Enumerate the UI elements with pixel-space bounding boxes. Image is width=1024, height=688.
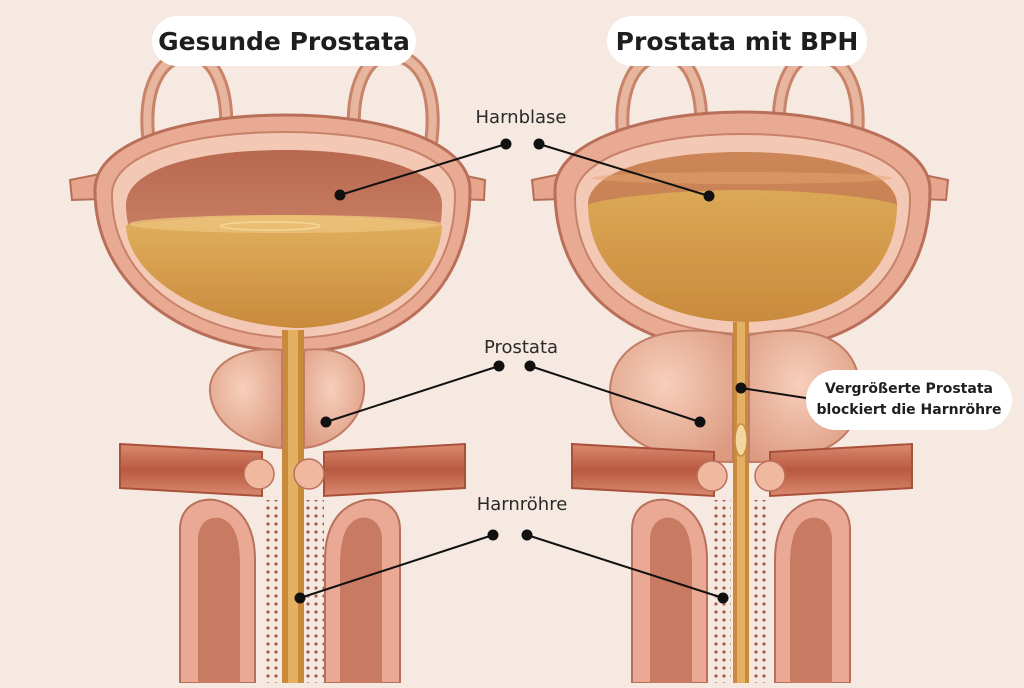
pointer-dot xyxy=(500,138,512,150)
bph-callout: Vergrößerte Prostata blockiert die Harnr… xyxy=(806,370,1012,430)
gland-left xyxy=(243,458,275,490)
title-healthy-prostate: Gesunde Prostata xyxy=(152,16,416,66)
bph-anatomy xyxy=(530,47,950,684)
prostate-lobe-right xyxy=(303,348,366,450)
urine xyxy=(126,215,442,328)
title-bph-prostate: Prostata mit BPH xyxy=(607,16,867,66)
pelvic-floor-left xyxy=(119,442,263,498)
callout-line-2: blockiert die Harnröhre xyxy=(816,402,1002,418)
label-prostate: Prostata xyxy=(483,337,559,358)
healthy-anatomy xyxy=(68,47,487,684)
label-urethra: Harnröhre xyxy=(476,494,568,515)
prostate-lobe-left xyxy=(208,348,283,450)
gland-right xyxy=(293,458,325,490)
enlarged-prostate-lobe-left xyxy=(608,329,734,464)
leader-lines xyxy=(294,138,807,604)
callout-line-1: Vergrößerte Prostata xyxy=(825,381,993,397)
pelvic-floor-right xyxy=(323,442,466,498)
label-bladder: Harnblase xyxy=(475,107,567,128)
